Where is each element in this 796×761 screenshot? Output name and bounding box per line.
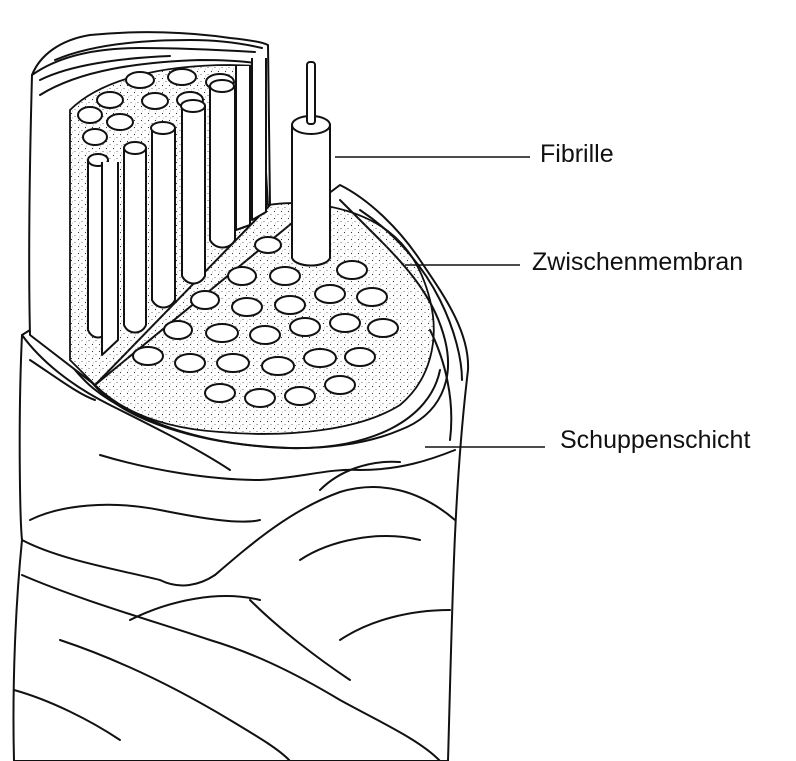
fibril-cross-section	[126, 72, 154, 88]
fibril-column	[210, 86, 235, 248]
fibril-cross-section	[330, 314, 360, 332]
fibril-cross-section	[345, 348, 375, 366]
fibril-cross-section	[228, 267, 256, 285]
fibril-cross-section	[206, 324, 238, 342]
fibril-cross-section	[245, 389, 275, 407]
label-schuppenschicht: Schuppenschicht	[560, 426, 750, 455]
fibril-cross-section	[191, 291, 219, 309]
fibril-column	[102, 162, 118, 355]
fibril-cross-section	[250, 326, 280, 344]
fibril-column	[252, 58, 266, 220]
fibril-column	[152, 128, 175, 308]
fibril-cross-section	[275, 296, 305, 314]
fibril-column-top	[151, 122, 175, 134]
fibril-cross-section	[164, 321, 192, 339]
fibril-cross-section	[83, 129, 107, 145]
fibril-cross-section	[290, 318, 320, 336]
fibril-column-top	[124, 142, 146, 154]
fibril-cross-section	[315, 285, 345, 303]
single-fibril-cylinder	[292, 125, 330, 266]
fibril-cross-section	[175, 354, 205, 372]
fibril-cross-section	[255, 237, 281, 253]
fibril-cross-section	[107, 114, 133, 130]
fibril-cross-section	[142, 93, 168, 109]
fibril-cross-section	[357, 288, 387, 306]
single-fibril-strand	[307, 62, 315, 124]
fibril-cross-section	[97, 92, 123, 108]
label-zwischenmembran: Zwischenmembran	[532, 248, 743, 277]
fibril-column	[236, 66, 250, 230]
fibril-cross-section	[368, 319, 398, 337]
fibril-cross-section	[337, 261, 367, 279]
fibril-column	[124, 148, 146, 333]
fibril-column-top	[181, 100, 205, 112]
label-fibrille: Fibrille	[540, 140, 614, 169]
fibril-cross-section	[78, 107, 102, 123]
fibril-cross-section	[285, 387, 315, 405]
fibril-column	[182, 106, 205, 284]
fibril-column-top	[210, 80, 234, 92]
fibril-cross-section	[325, 376, 355, 394]
fibril-cross-section	[133, 347, 163, 365]
fibril-cross-section	[270, 267, 300, 285]
fibril-cross-section	[205, 384, 235, 402]
fibril-cross-section	[262, 357, 294, 375]
fibril-cross-section	[232, 298, 262, 316]
fibril-cross-section	[304, 349, 336, 367]
fibril-cross-section	[217, 354, 249, 372]
fibril-cross-section	[168, 69, 196, 85]
